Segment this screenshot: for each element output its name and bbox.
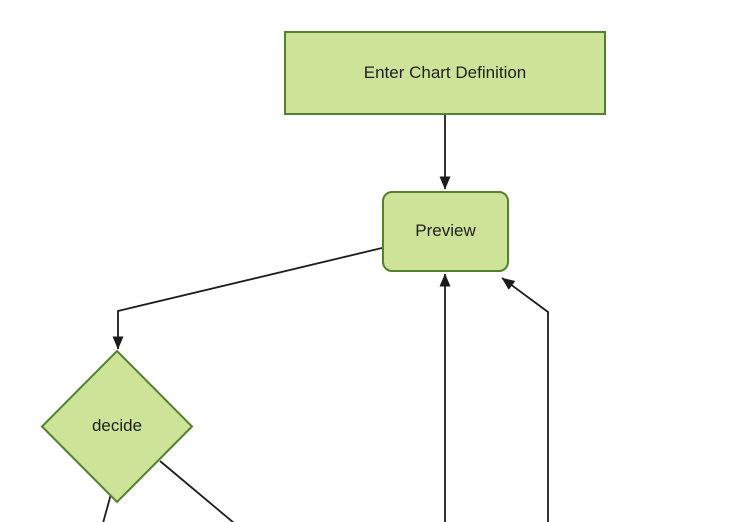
node-preview-label: Preview [415,221,476,241]
node-decide-shape [40,349,194,504]
edge-preview-to-decide [112,247,383,350]
edge-decide-to-offscreen-right [159,460,235,522]
node-decide-label: decide [91,416,143,435]
edge-offscreen-to-preview-bent [501,277,549,522]
node-enter-chart-definition-label: Enter Chart Definition [363,62,527,82]
node-enter-chart-definition: Enter Chart Definition [284,31,606,115]
edge-decide-to-offscreen-left [102,493,112,522]
node-preview: Preview [382,191,509,272]
